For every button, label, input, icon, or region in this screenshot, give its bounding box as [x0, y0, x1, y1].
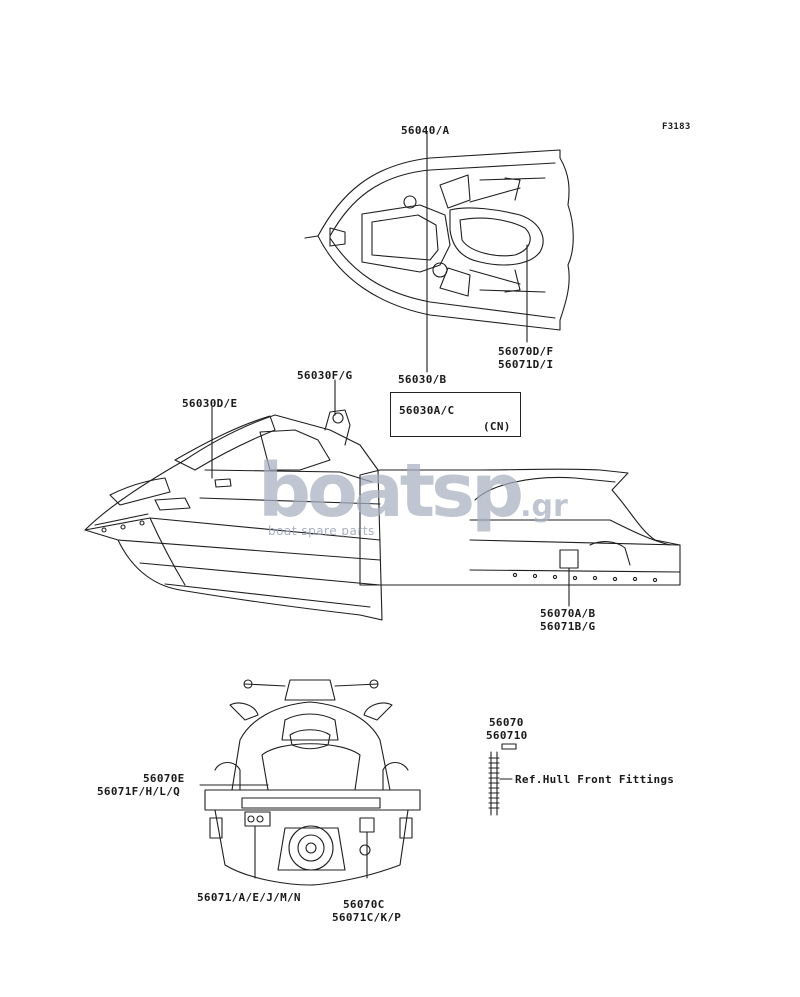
callout-box-56030a-c: 56030A/C (CN)	[390, 392, 521, 437]
watermark-tagline: boat spare parts	[268, 524, 375, 538]
label-56071-a-e-j-m-n: 56071/A/E/J/M/N	[197, 891, 301, 904]
label-56070: 56070	[489, 716, 524, 729]
label-56030a-c: 56030A/C	[399, 404, 455, 417]
watermark-logo-text: boatsp	[258, 448, 524, 534]
label-56070c: 56070C	[343, 898, 385, 911]
label-56071b-g: 56071B/G	[540, 620, 596, 633]
label-56071c-k-p: 56071C/K/P	[332, 911, 402, 924]
label-56030d-e: 56030D/E	[182, 397, 238, 410]
label-56030-b: 56030/B	[398, 373, 447, 386]
label-56071f-h-l-q: 56071F/H/L/Q	[97, 785, 181, 798]
side-view-craft	[84, 409, 383, 621]
watermark-logo: boatsp.gr	[258, 448, 568, 534]
label-cn: (CN)	[483, 420, 511, 433]
rear-view-craft	[204, 679, 421, 886]
label-56071d-i: 56071D/I	[498, 358, 554, 371]
watermark-logo-suffix: .gr	[520, 489, 568, 524]
label-56040-a: 56040/A	[401, 124, 450, 137]
top-view-craft	[304, 149, 574, 331]
label-ref-hull-front-fittings: Ref.Hull Front Fittings	[515, 773, 675, 786]
hull-fitting-spring	[488, 743, 517, 816]
label-560710: 560710	[486, 729, 528, 742]
label-56030f-g: 56030F/G	[297, 369, 353, 382]
label-56070e: 56070E	[143, 772, 185, 785]
label-56070a-b: 56070A/B	[540, 607, 596, 620]
figure-code: F3183	[662, 122, 691, 132]
label-56070d-f: 56070D/F	[498, 345, 554, 358]
side-view-stern	[359, 468, 681, 586]
